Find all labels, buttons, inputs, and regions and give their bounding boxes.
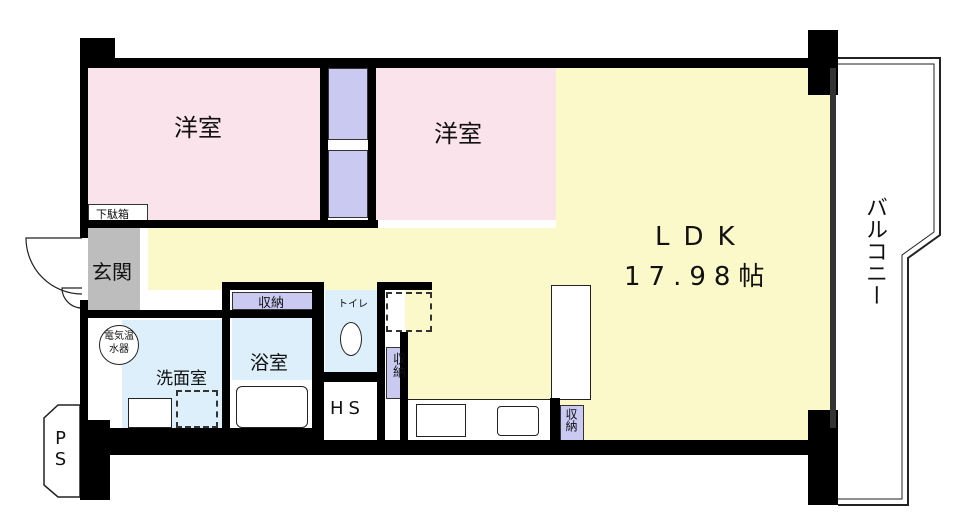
hs-area xyxy=(325,382,377,440)
storage-3-box xyxy=(560,405,584,441)
closet-2 xyxy=(328,150,368,218)
wall xyxy=(368,68,376,228)
wall xyxy=(80,300,88,440)
closet-1 xyxy=(328,68,368,140)
wall xyxy=(80,58,838,68)
bathtub xyxy=(236,386,308,428)
western-room-1 xyxy=(88,68,320,220)
kitchen-sink xyxy=(497,406,539,436)
storage-1-label: 収納 xyxy=(258,296,285,311)
wall xyxy=(88,310,223,318)
wall xyxy=(324,372,379,382)
balcony-label: バルコニー xyxy=(862,196,887,306)
stove-icon xyxy=(416,404,466,437)
western-room-1-label: 洋室 xyxy=(174,114,222,142)
entrance-label: 玄関 xyxy=(92,260,132,284)
wall xyxy=(222,282,230,442)
wall xyxy=(230,428,315,440)
wall xyxy=(377,282,385,442)
washer-space xyxy=(176,390,218,428)
shoe-box-label: 下駄箱 xyxy=(96,208,129,221)
toilet-label: トイレ xyxy=(338,299,368,310)
washroom-label: 洗面室 xyxy=(156,369,207,389)
wall xyxy=(320,68,328,220)
ldk-label: LDK xyxy=(655,222,749,252)
wall xyxy=(550,398,560,442)
ldk-size-label: 17.98帖 xyxy=(624,262,773,292)
ldk-washer-space xyxy=(386,292,432,332)
toilet-bowl xyxy=(340,322,362,356)
western-room-2-label: 洋室 xyxy=(434,120,482,148)
wall xyxy=(400,332,408,442)
storage-3-label: 収納 xyxy=(564,408,578,432)
western-room-2 xyxy=(376,68,556,220)
water-heater-label: 電気温水器 xyxy=(104,331,134,355)
wall xyxy=(312,282,324,442)
ldk-area xyxy=(556,68,832,440)
wall xyxy=(830,68,836,428)
entrance-area xyxy=(88,228,140,310)
hs-label: HS xyxy=(330,398,365,419)
bathroom-label: 浴室 xyxy=(250,352,289,374)
bathroom-area xyxy=(232,318,312,380)
storage-2-label: 収納 xyxy=(390,352,405,378)
wall xyxy=(377,282,432,290)
wall xyxy=(222,282,322,290)
ps-label: PS xyxy=(50,428,71,470)
wall xyxy=(80,440,838,455)
water-heater-icon xyxy=(99,325,139,365)
wall xyxy=(80,58,88,238)
wall xyxy=(230,310,315,318)
fridge-space xyxy=(551,285,591,400)
sink-basin xyxy=(128,398,172,428)
wall xyxy=(88,220,378,228)
wall xyxy=(110,428,222,440)
